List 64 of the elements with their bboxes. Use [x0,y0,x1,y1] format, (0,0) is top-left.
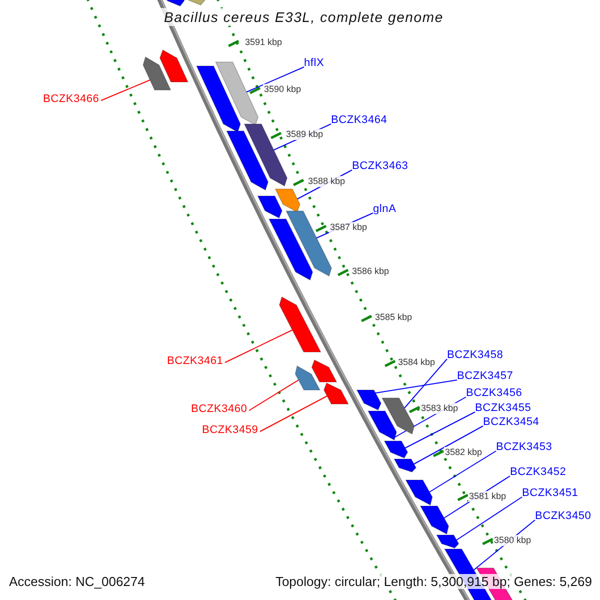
position-label: 3587 kbp [329,222,368,233]
gene-block [142,56,172,90]
gene-block [286,210,332,277]
gene-label: BCZK3458 [447,349,504,362]
gene-block [226,130,269,191]
position-label: 3580 kbp [493,535,532,546]
position-label: 3586 kbp [351,266,390,277]
leader-line [248,380,299,411]
gene-label: BCZK3453 [496,441,552,454]
gene-block [196,66,241,133]
leader-line [404,358,448,408]
leader-line [100,80,150,101]
gene-label: BCZK3463 [352,160,408,173]
gene-block [294,365,321,390]
gene-block [405,480,433,506]
gene-label: BCZK3452 [510,466,566,479]
gene-block [268,218,314,281]
gene-block [215,62,259,126]
gene-label: BCZK3466 [43,93,100,106]
gene-label: BCZK3451 [522,487,578,500]
gene-block [394,458,416,472]
gene-block [244,124,288,187]
position-label: 3583 kbp [420,403,460,414]
gene-label: BCZK3450 [535,510,592,523]
gene-block [381,398,415,435]
leader-line [456,496,522,540]
leader-line [246,66,304,92]
gene-block [384,440,408,458]
gene-block [257,196,282,219]
position-label: 3581 kbp [468,491,508,502]
genome-summary: Topology: circular; Length: 5,300,915 bp; Genes: 5,269 [275,574,592,589]
leader-line [260,396,328,432]
leader-line [375,380,458,394]
gene-block [274,188,300,213]
position-label: 3591 kbp [244,37,284,48]
gene-block [367,410,397,441]
gene-label: BCZK3464 [331,114,388,127]
gene-label: BCZK3457 [457,370,514,383]
gene-label: BCZK3455 [475,402,532,415]
accession-label: Accession: NC_006274 [9,574,145,589]
gene-block [323,382,349,404]
leader-line [429,450,496,492]
gene-label: BCZK3461 [167,355,224,368]
gene-label: BCZK3456 [466,387,522,400]
gene-block [278,296,322,352]
position-label: 3590 kbp [263,84,302,95]
position-label: 3584 kbp [397,357,436,368]
position-label: 3585 kbp [374,312,414,323]
leader-line [414,426,484,464]
gene-label: BCZK3460 [191,403,248,416]
gene-label: glnA [373,203,396,216]
gene-block [420,506,450,535]
gene-block [356,390,382,411]
gene-label: BCZK3454 [483,416,540,429]
gene-block [311,359,338,382]
position-label: 3588 kbp [307,176,346,187]
gene-label: BCZK3459 [202,424,258,437]
gene-block [436,534,460,548]
leader-line [404,412,476,448]
leader-line [224,330,293,363]
position-label: 3582 kbp [444,447,484,458]
position-label: 3589 kbp [285,129,324,140]
gene-block [159,49,189,82]
gene-label: hflX [304,57,324,70]
